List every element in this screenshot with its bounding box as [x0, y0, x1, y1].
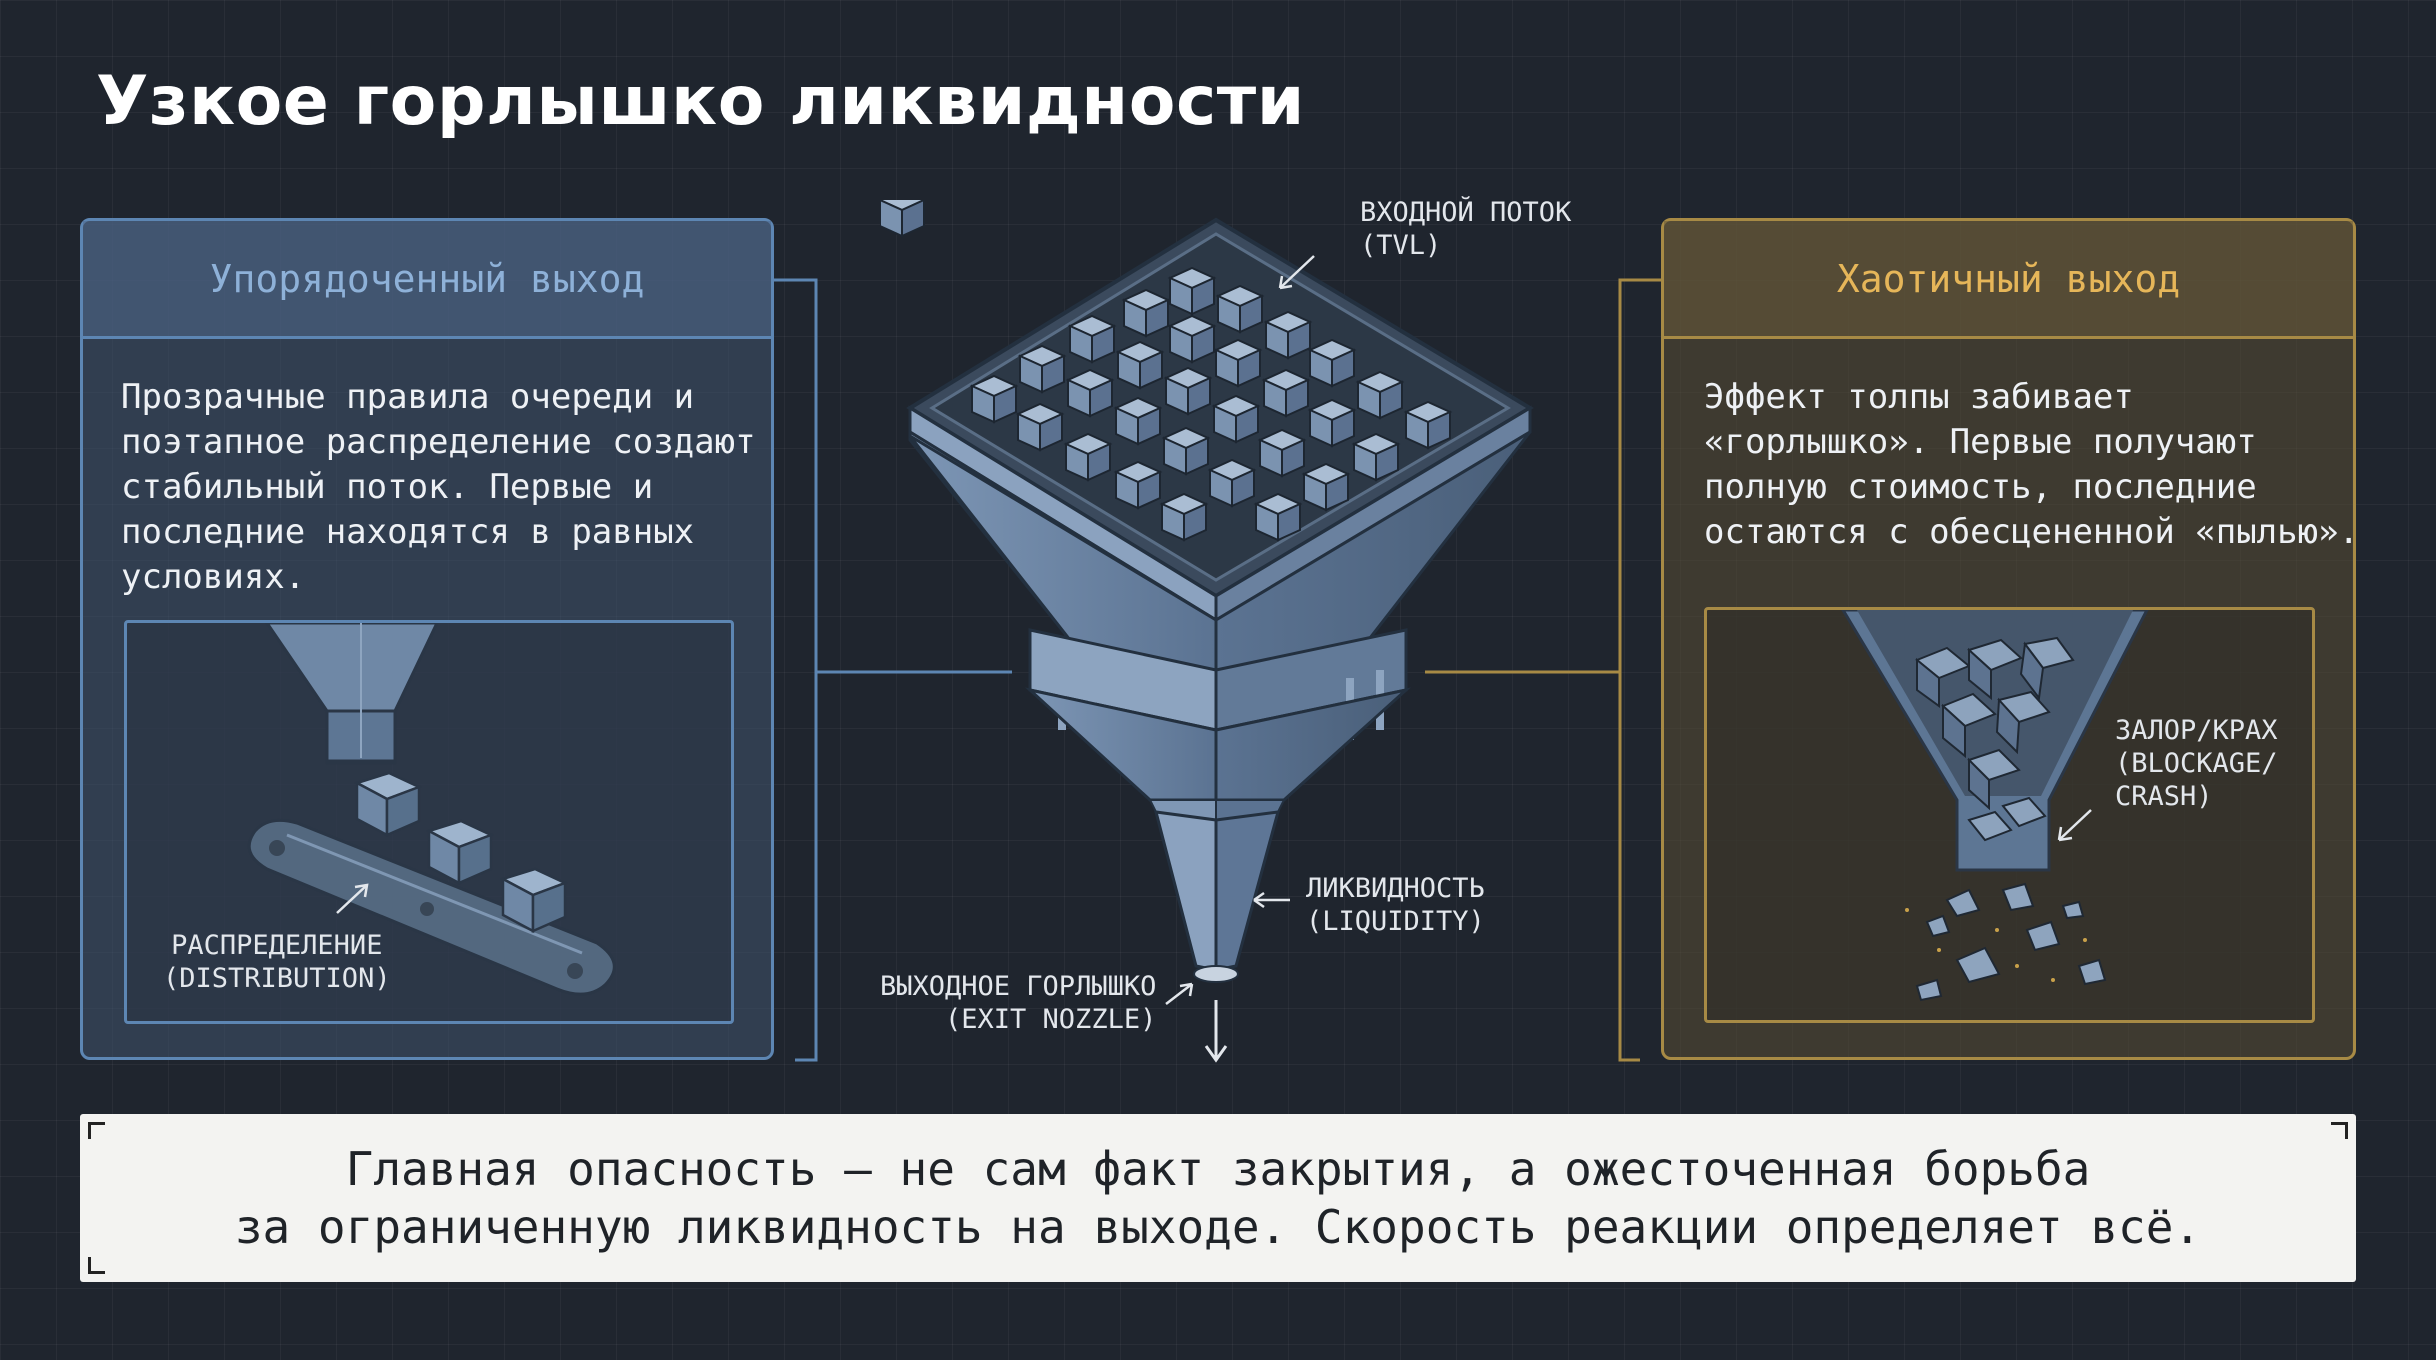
- distribution-label: РАСПРЕДЕЛЕНИЕ (DISTRIBUTION): [163, 930, 391, 994]
- key-insight-line-1: Главная опасность — не сам факт закрытия…: [345, 1142, 2091, 1196]
- corner-mark-tr: [2331, 1122, 2348, 1139]
- liquidity-label: ЛИКВИДНОСТЬ (LIQUIDITY): [1306, 873, 1485, 937]
- exit-nozzle-label: ВЫХОДНОЕ ГОРЛЫШКО (EXIT NOZZLE): [880, 971, 1157, 1035]
- distribution-illustration: РАСПРЕДЕЛЕНИЕ (DISTRIBUTION): [124, 620, 734, 1024]
- key-insight-line-2: за ограниченную ликвидность на выходе. С…: [234, 1200, 2202, 1254]
- chaotic-exit-panel: Хаотичный выход Эффект толпы забивает «г…: [1661, 218, 2359, 1060]
- key-insight-callout: Главная опасность — не сам факт закрытия…: [80, 1114, 2356, 1282]
- liquidity-funnel-illustration: [880, 200, 1534, 1063]
- ordered-exit-panel: Упорядоченный выход Прозрачные правила о…: [80, 218, 774, 1060]
- inflow-label: ВХОДНОЙ ПОТОК (TVL): [1360, 197, 1572, 261]
- blockage-illustration: ЗАЛОР/КРАХ (BLOCKAGE/ CRASH): [1704, 607, 2315, 1023]
- ordered-exit-heading: Упорядоченный выход: [83, 221, 771, 339]
- blockage-label: ЗАЛОР/КРАХ (BLOCKAGE/ CRASH): [2115, 715, 2278, 812]
- corner-mark-tl: [88, 1122, 105, 1139]
- ordered-exit-description: Прозрачные правила очереди и поэтапное р…: [121, 377, 756, 597]
- page-title: Узкое горлышко ликвидности: [96, 62, 1305, 141]
- chaotic-exit-heading: Хаотичный выход: [1664, 221, 2353, 339]
- chaotic-exit-description: Эффект толпы забивает «горлышко». Первые…: [1704, 377, 2360, 552]
- corner-mark-bl: [88, 1257, 105, 1274]
